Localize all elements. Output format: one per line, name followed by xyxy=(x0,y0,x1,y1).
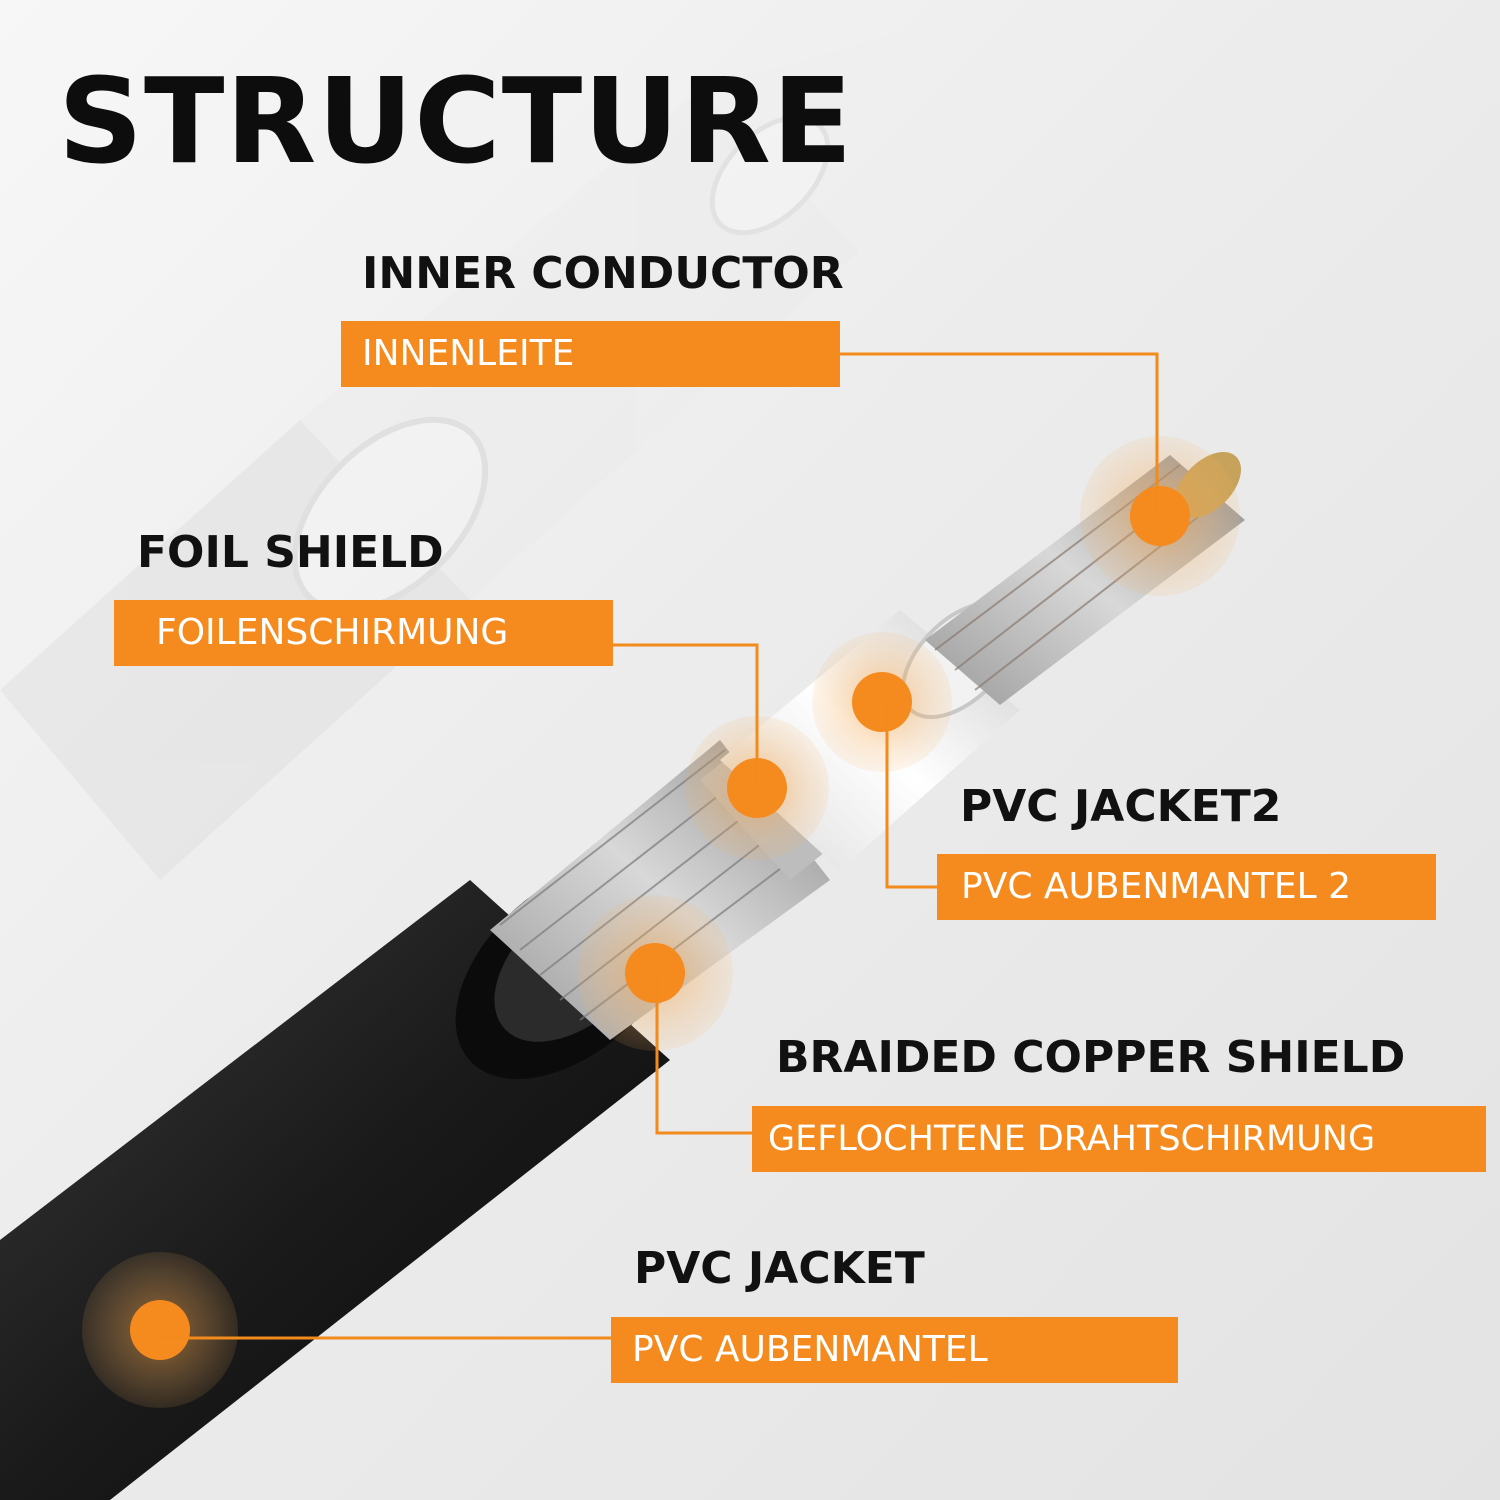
marker-braided-shield xyxy=(577,895,733,1051)
leader-lines xyxy=(160,352,1159,1340)
tag-pvc-jacket: PVC AUBENMANTEL xyxy=(611,1317,1178,1383)
label-inner-conductor: INNER CONDUCTOR xyxy=(362,248,844,299)
tag-inner-conductor-text: INNENLEITE xyxy=(362,333,575,374)
label-braided-copper-shield: BRAIDED COPPER SHIELD xyxy=(776,1032,1406,1083)
marker-pvc-jacket xyxy=(82,1252,238,1408)
marker-inner-conductor xyxy=(1080,436,1240,596)
label-pvc-jacket: PVC JACKET xyxy=(634,1243,925,1294)
tag-pvc-jacket-2-text: PVC AUBENMANTEL 2 xyxy=(961,866,1352,907)
tag-foil-shield-text: FOILENSCHIRMUNG xyxy=(156,612,509,653)
leader-inner-conductor xyxy=(840,352,1159,516)
label-pvc-jacket-2: PVC JACKET2 xyxy=(960,781,1282,832)
label-foil-shield: FOIL SHIELD xyxy=(137,527,444,578)
leader-braided-shield xyxy=(655,973,752,1135)
leader-foil-shield xyxy=(613,643,759,788)
page-title: STRUCTURE xyxy=(58,52,854,190)
tag-braided-copper-shield-text: GEFLOCHTENE DRAHTSCHIRMUNG xyxy=(768,1119,1376,1159)
tag-braided-copper-shield: GEFLOCHTENE DRAHTSCHIRMUNG xyxy=(752,1106,1486,1172)
tag-pvc-jacket-2: PVC AUBENMANTEL 2 xyxy=(937,854,1436,920)
tag-pvc-jacket-text: PVC AUBENMANTEL xyxy=(632,1329,988,1370)
tag-inner-conductor: INNENLEITE xyxy=(341,321,840,387)
leader-pvc-jacket-2 xyxy=(885,702,937,889)
marker-pvc-jacket-2 xyxy=(812,632,952,772)
tag-foil-shield: FOILENSCHIRMUNG xyxy=(114,600,613,666)
